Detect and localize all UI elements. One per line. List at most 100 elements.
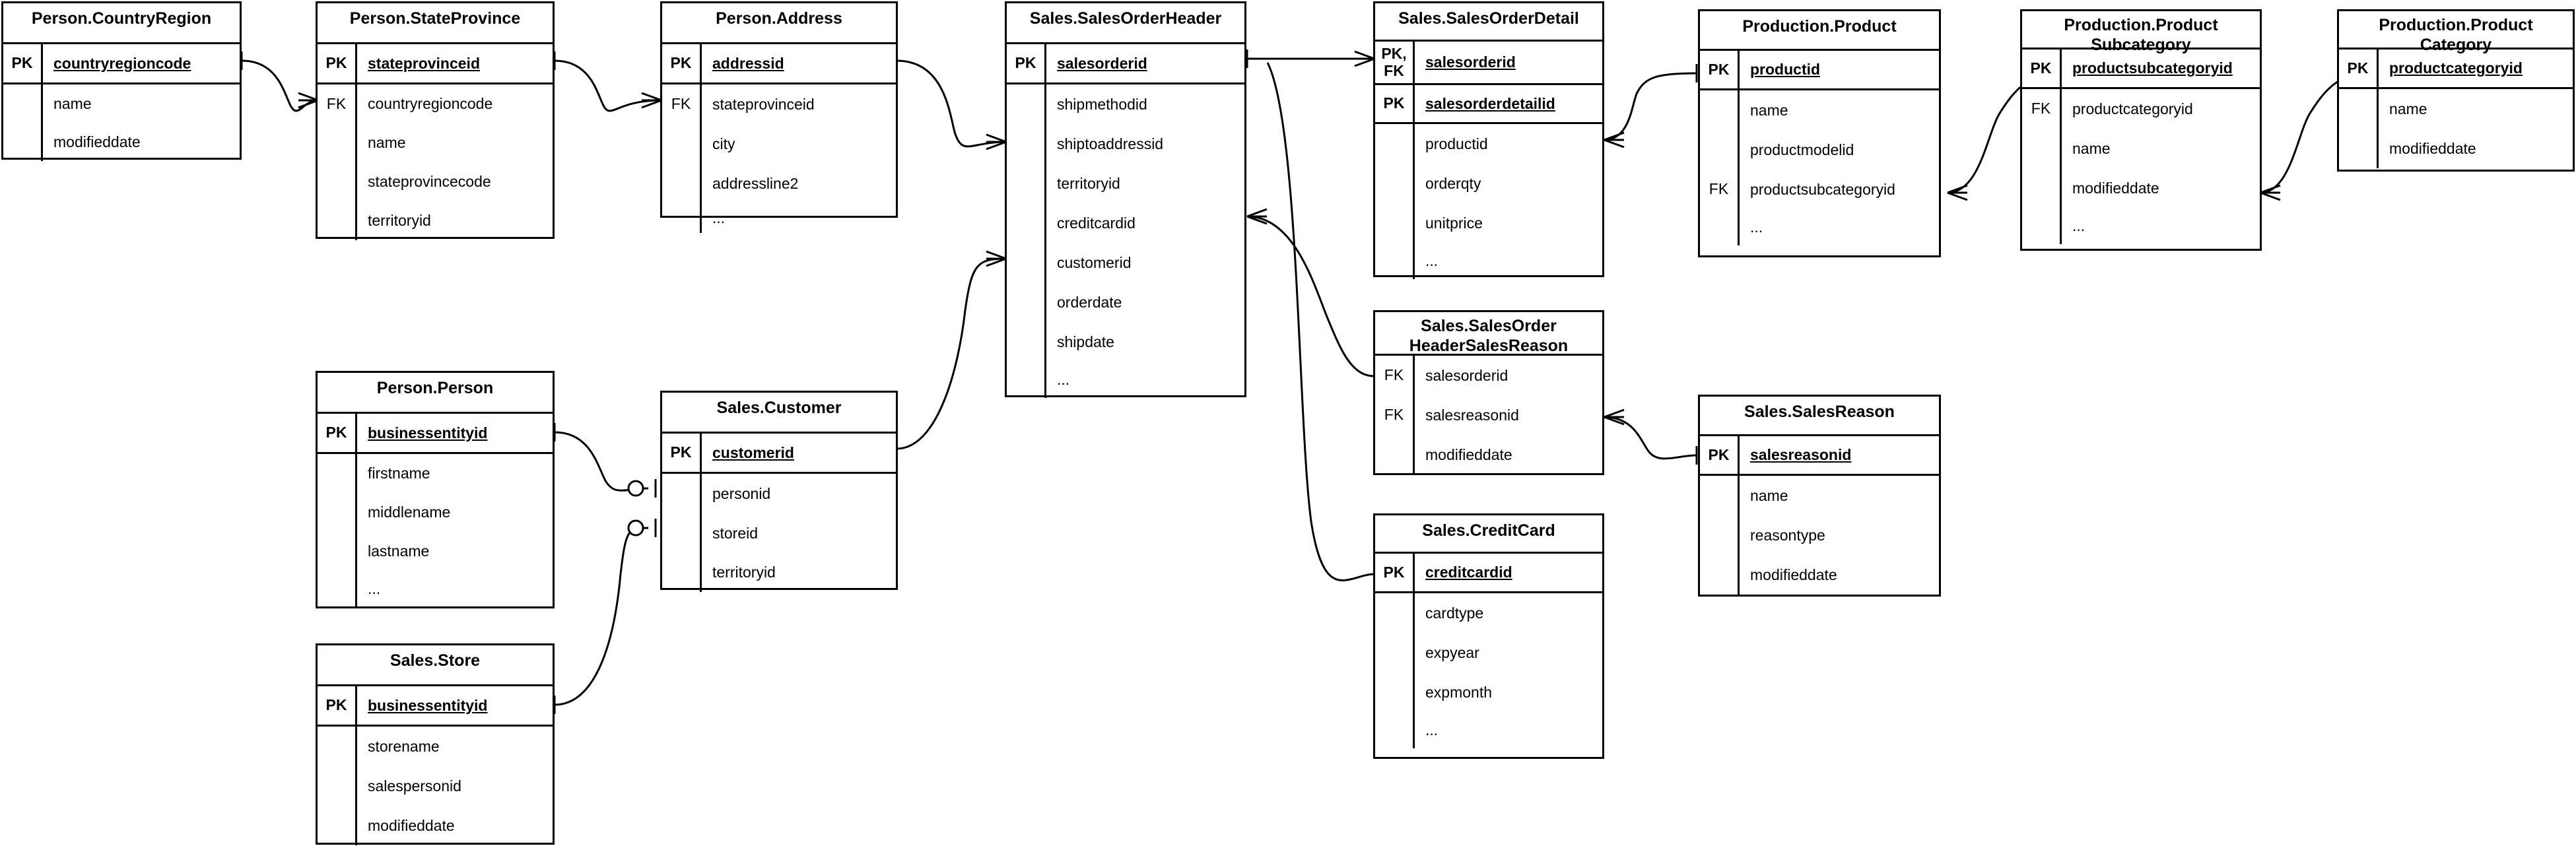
field-row[interactable]: FK salesorderid [1375,356,1602,395]
entity-person-countryregion[interactable]: Person.CountryRegion PK countryregioncod… [1,1,242,161]
field-row[interactable]: productmodelid [1700,130,1939,170]
field-name: territoryid [712,564,776,581]
entity-sales-salesorderheader[interactable]: Sales.SalesOrderHeader PK salesorderid s… [1005,1,1246,398]
field-row[interactable]: FK stateprovinceid [662,84,896,124]
field-row[interactable]: PK productcategoryid [2339,49,2573,87]
key-indicator: PK [662,434,702,472]
entity-production-product[interactable]: Production.Product PK productid name pro… [1698,9,1941,257]
field-row[interactable]: PK salesorderdetailid [1375,85,1602,122]
field-row[interactable]: PK salesreasonid [1700,436,1939,474]
entity-sales-customer[interactable]: Sales.Customer PK customerid personid st… [660,391,898,592]
field-row[interactable]: FK productsubcategoryid [1700,170,1939,209]
field-row[interactable]: PK, FK salesorderid [1375,42,1602,83]
key-indicator: FK [1375,395,1415,435]
entity-person-address[interactable]: Person.Address PK addressid FK stateprov… [660,1,898,233]
field-row[interactable]: ... [318,571,553,607]
entity-production-productsubcategory[interactable]: Production.Product Subcategory PK produc… [2020,9,2262,251]
entity-sales-salesorderheadersalesreason[interactable]: Sales.SalesOrder HeaderSalesReason FK sa… [1373,310,1604,475]
field-row[interactable]: FK productcategoryid [2022,89,2260,129]
field-name: reasontype [1750,526,1825,544]
field-row[interactable]: name [318,123,553,162]
field-name: modifieddate [1750,566,1837,583]
field-row[interactable]: modifieddate [2339,129,2573,168]
field-row[interactable]: personid [662,474,896,513]
field-row[interactable]: addressline2 [662,164,896,203]
field-row[interactable]: middlename [318,493,553,532]
entity-production-productcategory[interactable]: Production.Product Category PK productca… [2337,9,2575,172]
field-name: ... [2072,217,2085,234]
field-row[interactable]: PK creditcardid [1375,554,1602,591]
field-row[interactable]: name [1700,90,1939,130]
field-row[interactable]: ... [1700,209,1939,245]
field-row[interactable]: storeid [662,513,896,553]
field-row[interactable]: shipdate [1007,322,1244,362]
field-row[interactable]: PK businessentityid [318,414,553,452]
field-row[interactable]: reasontype [1700,515,1939,555]
field-row[interactable]: ... [1375,712,1602,748]
field-row[interactable]: productid [1375,124,1602,164]
field-row[interactable]: lastname [318,532,553,571]
field-name: modifieddate [2389,139,2476,157]
field-row[interactable]: PK productsubcategoryid [2022,49,2260,87]
field-name: cardtype [1425,604,1484,622]
field-row[interactable]: PK addressid [662,44,896,82]
field-row[interactable]: expyear [1375,633,1602,672]
key-indicator [318,493,357,532]
field-row[interactable]: shiptoaddressid [1007,124,1244,164]
entity-sales-store[interactable]: Sales.Store PK businessentityid storenam… [316,643,555,845]
field-row[interactable]: firstname [318,454,553,493]
field-row[interactable]: territoryid [662,553,896,592]
entity-sales-salesreason[interactable]: Sales.SalesReason PK salesreasonid name … [1698,395,1941,597]
field-row[interactable]: stateprovincecode [318,162,553,201]
field-row[interactable]: PK productid [1700,51,1939,88]
entity-sales-salesorderdetail[interactable]: Sales.SalesOrderDetail PK, FK salesorder… [1373,1,1604,279]
field-row[interactable]: storename [318,727,553,766]
field-row[interactable]: modifieddate [3,123,240,161]
field-row[interactable]: expmonth [1375,672,1602,712]
field-name: productsubcategoryid [1750,180,1895,198]
field-row[interactable]: modifieddate [318,806,553,845]
field-row[interactable]: ... [1007,362,1244,398]
field-row[interactable]: name [3,84,240,123]
field-row[interactable]: city [662,124,896,164]
field-row[interactable]: ... [2022,208,2260,244]
field-row[interactable]: ... [1375,243,1602,279]
field-row[interactable]: PK stateprovinceid [318,44,553,82]
field-row[interactable]: customerid [1007,243,1244,282]
entity-sales-creditcard[interactable]: Sales.CreditCard PK creditcardid cardtyp… [1373,513,1604,759]
key-indicator [2022,129,2062,168]
field-row[interactable]: salespersonid [318,766,553,806]
field-row[interactable]: FK countryregioncode [318,84,553,123]
field-row[interactable]: PK salesorderid [1007,44,1244,82]
field-row[interactable]: ... [662,203,896,233]
field-row[interactable]: territoryid [1007,164,1244,203]
field-row[interactable]: territoryid [318,201,553,240]
field-row[interactable]: FK salesreasonid [1375,395,1602,435]
field-row[interactable]: cardtype [1375,593,1602,633]
field-row[interactable]: PK customerid [662,434,896,472]
key-indicator [3,84,43,123]
field-row[interactable]: shipmethodid [1007,84,1244,124]
field-name: personid [712,484,771,502]
field-row[interactable]: creditcardid [1007,203,1244,243]
field-name: modifieddate [53,133,141,150]
field-name: city [712,135,735,152]
field-row[interactable]: unitprice [1375,203,1602,243]
field-row[interactable]: PK businessentityid [318,686,553,725]
field-row[interactable]: name [2339,89,2573,129]
entity-person-stateprovince[interactable]: Person.StateProvince PK stateprovinceid … [316,1,555,240]
key-indicator [1700,209,1740,245]
field-row[interactable]: name [2022,129,2260,168]
entity-person-person[interactable]: Person.Person PK businessentityid firstn… [316,371,555,608]
field-row[interactable]: name [1700,476,1939,515]
entity-key-group: PK salesreasonid [1700,436,1939,476]
field-row[interactable]: PK countryregioncode [3,44,240,82]
field-row[interactable]: modifieddate [1700,555,1939,595]
field-name: countryregioncode [368,95,493,112]
field-row[interactable]: orderdate [1007,282,1244,322]
field-row[interactable]: modifieddate [1375,435,1602,474]
key-indicator [318,727,357,766]
field-row[interactable]: orderqty [1375,164,1602,203]
field-name: ... [1425,721,1439,738]
field-row[interactable]: modifieddate [2022,168,2260,208]
